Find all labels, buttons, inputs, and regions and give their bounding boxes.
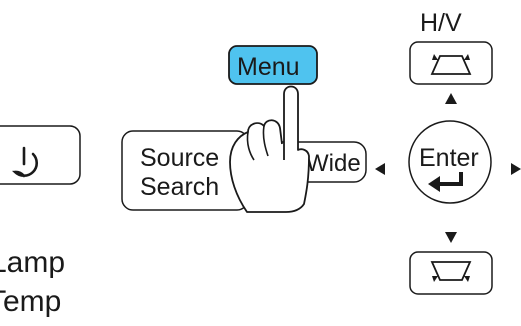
- source-search-label-line2: Search: [140, 173, 219, 201]
- keystone-up-button[interactable]: [409, 41, 493, 85]
- keystone-down-button[interactable]: [409, 251, 493, 295]
- pressing-hand-icon: [229, 85, 310, 213]
- arrow-left-icon[interactable]: [375, 163, 385, 175]
- source-search-button[interactable]: Source Search: [121, 130, 249, 211]
- arrow-up-icon[interactable]: [445, 93, 457, 104]
- hv-label: H/V: [420, 9, 462, 37]
- arrow-right-icon[interactable]: [511, 163, 521, 175]
- enter-label: Enter: [419, 144, 479, 172]
- arrow-down-icon[interactable]: [445, 232, 457, 243]
- enter-return-icon: [428, 172, 463, 192]
- keystone-vertical-up-icon: [430, 54, 472, 75]
- keystone-vertical-down-icon: [430, 261, 472, 282]
- menu-button[interactable]: Menu: [228, 45, 318, 85]
- wide-label: Wide: [306, 150, 361, 177]
- menu-label: Menu: [237, 53, 300, 81]
- power-icon: [11, 146, 38, 178]
- source-search-label-line1: Source: [140, 144, 219, 172]
- power-button[interactable]: [0, 125, 81, 185]
- enter-button[interactable]: Enter: [408, 120, 492, 204]
- temp-indicator-label: Temp: [0, 285, 61, 318]
- lamp-indicator-label: Lamp: [0, 246, 65, 279]
